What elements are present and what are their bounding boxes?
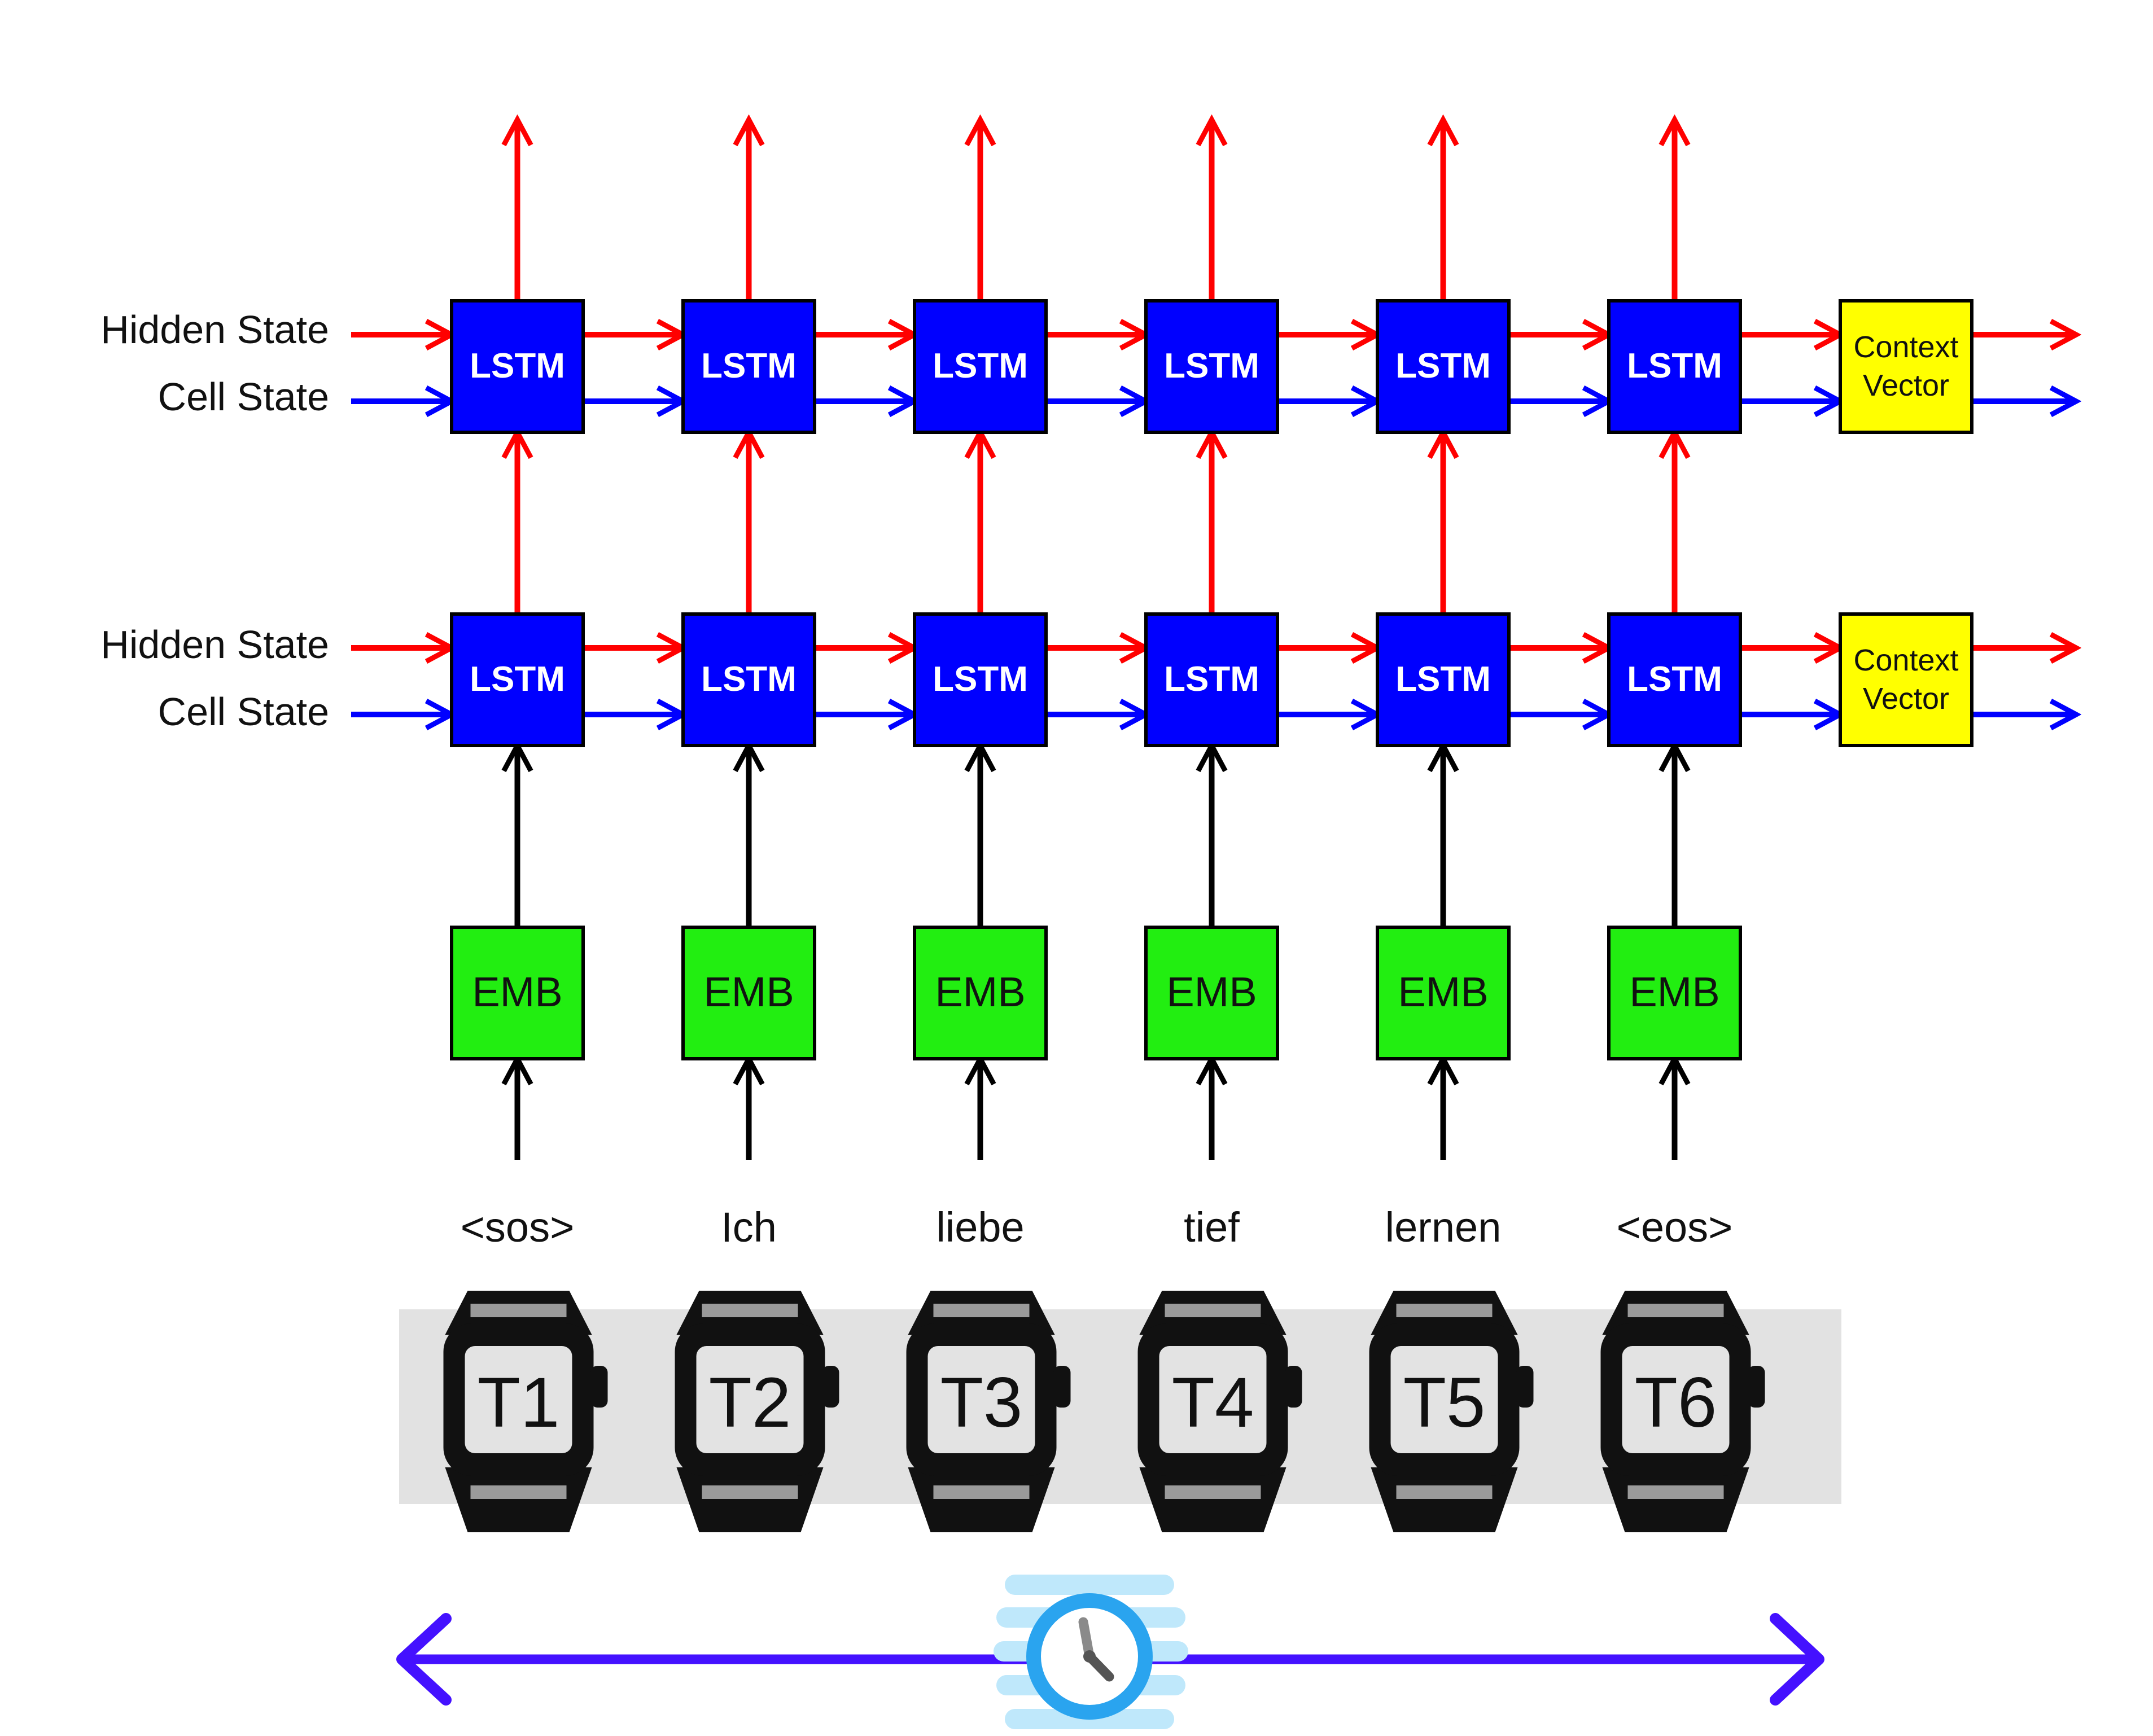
embedding-label: EMB <box>935 968 1025 1015</box>
watch-row: T1 T2 T3 T4 T5 T6 <box>443 1291 1765 1532</box>
lstm-cell <box>913 612 1048 747</box>
lstm-cell <box>450 612 585 747</box>
watch-icon: T5 <box>1369 1291 1534 1532</box>
clock-icon <box>994 1575 1188 1729</box>
arrow-right-icon <box>1770 1613 1824 1706</box>
embedding-box <box>1607 926 1742 1060</box>
embedding-label: EMB <box>472 968 562 1015</box>
watch-icon: T6 <box>1600 1291 1765 1532</box>
input-token: lernen <box>1385 1204 1502 1251</box>
lstm-cell-label: LSTM <box>1627 660 1722 699</box>
lstm-cell-label: LSTM <box>1164 660 1259 699</box>
lstm-cell-label: LSTM <box>1395 660 1491 699</box>
input-token: Ich <box>721 1204 777 1251</box>
embedding-box <box>681 926 816 1060</box>
embedding-box <box>1144 926 1279 1060</box>
input-token: <eos> <box>1617 1204 1733 1251</box>
context-vector-label: Vector <box>1863 369 1949 402</box>
lstm-cell-label: LSTM <box>470 347 565 385</box>
embedding-label: EMB <box>1629 968 1719 1015</box>
timestep-label: T2 <box>709 1364 791 1442</box>
lstm-cell-label: LSTM <box>701 347 797 385</box>
timestep-label: T4 <box>1172 1364 1254 1442</box>
lstm-cell-label: LSTM <box>1164 347 1259 385</box>
watch-icon: T3 <box>906 1291 1071 1532</box>
lstm-cell <box>1607 299 1742 434</box>
context-vector-label: Vector <box>1863 682 1949 716</box>
lstm-cell-label: LSTM <box>470 660 565 699</box>
embedding-box <box>913 926 1048 1060</box>
cell-state-label: Cell State <box>158 375 329 419</box>
timestep-label: T1 <box>478 1364 560 1442</box>
lstm-cell <box>1144 612 1279 747</box>
timestep-label: T6 <box>1635 1364 1717 1442</box>
lstm-cell <box>913 299 1048 434</box>
watch-icon: T4 <box>1137 1291 1302 1532</box>
embedding-box <box>450 926 585 1060</box>
lstm-cell <box>1376 612 1511 747</box>
context-vector-label: Context <box>1853 330 1958 364</box>
context-vector <box>1839 612 1973 747</box>
watch-icon: T1 <box>443 1291 608 1532</box>
lstm-cell-label: LSTM <box>1395 347 1491 385</box>
input-token: liebe <box>936 1204 1024 1251</box>
lstm-cell-label: LSTM <box>701 660 797 699</box>
embedding-label: EMB <box>703 968 794 1015</box>
lstm-cell <box>1144 299 1279 434</box>
context-vector <box>1839 299 1973 434</box>
arrow-left-icon <box>396 1613 452 1706</box>
arrows <box>351 120 2076 1160</box>
cell-state-label: Cell State <box>158 690 329 734</box>
lstm-cell <box>450 299 585 434</box>
embedding-box <box>1376 926 1511 1060</box>
timestep-label: T5 <box>1403 1364 1486 1442</box>
input-token: <sos> <box>461 1204 575 1251</box>
embedding-label: EMB <box>1166 968 1257 1015</box>
lstm-cell-label: LSTM <box>933 660 1028 699</box>
token-row: <sos> Ich liebe tief lernen <eos> <box>461 1204 1733 1251</box>
embedding-label: EMB <box>1398 968 1488 1015</box>
lstm-cell-label: LSTM <box>933 347 1028 385</box>
lstm-cell-label: LSTM <box>1627 347 1722 385</box>
watch-icon: T2 <box>675 1291 839 1532</box>
lstm-cell <box>1607 612 1742 747</box>
hidden-state-label: Hidden State <box>100 308 329 352</box>
hidden-state-label: Hidden State <box>100 622 329 667</box>
lstm-cell <box>681 299 816 434</box>
lstm-cell <box>1376 299 1511 434</box>
timestep-label: T3 <box>940 1364 1023 1442</box>
context-vector-label: Context <box>1853 643 1958 677</box>
input-token: tief <box>1184 1204 1240 1251</box>
lstm-cell <box>681 612 816 747</box>
